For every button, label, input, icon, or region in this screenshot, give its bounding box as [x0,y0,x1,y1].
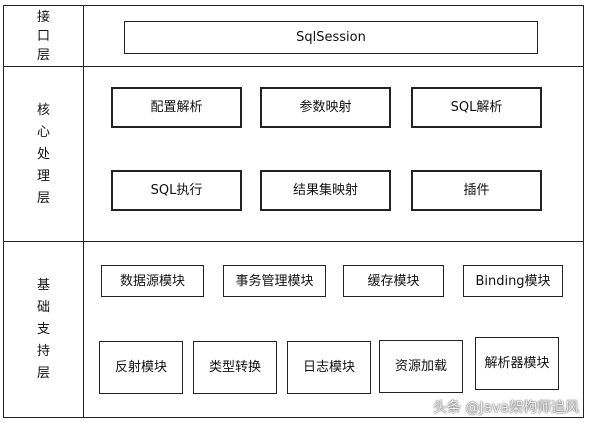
module-resource-loading: 资源加载 [379,340,463,393]
module-cache: 缓存模块 [343,265,444,297]
module-sqlsession: SqlSession [124,21,538,54]
layer-title-char: 核 [36,102,50,118]
layer-title-char: 心 [36,124,50,140]
module-result-mapping: 结果集映射 [260,170,391,211]
layer-title-char: 支 [36,322,50,337]
module-reflection: 反射模块 [99,341,183,394]
module-plugin: 插件 [411,170,542,211]
layer-title-char: 处 [36,146,50,162]
module-datasource: 数据源模块 [101,265,204,297]
module-transaction: 事务管理模块 [223,265,326,297]
layer-title-char: 接 [36,9,50,25]
watermark-text: 头条 @Java架构师追风 [432,400,579,416]
layer-title-char: 基 [36,278,50,293]
layer-title-char: 理 [36,168,50,184]
interface-layer-label-frame [3,5,84,67]
module-sql-parsing: SQL解析 [411,87,542,128]
core-layer-label-frame [3,66,84,242]
support-layer-label-frame [3,241,84,418]
layer-title-char: 口 [36,28,50,44]
module-logging: 日志模块 [287,341,371,394]
module-parameter-mapping: 参数映射 [260,87,391,128]
layer-title-char: 层 [36,190,50,206]
layer-title-char: 层 [36,47,50,63]
module-config-parsing: 配置解析 [111,87,242,128]
module-parser: 解析器模块 [475,337,559,390]
interface-layer-title: 接口层 [3,5,84,67]
layer-title-char: 持 [36,344,50,359]
layer-title-char: 础 [36,300,50,315]
module-binding: Binding模块 [463,265,563,297]
module-sql-execution: SQL执行 [111,170,242,211]
support-layer-title: 基础支持层 [3,241,84,418]
layer-title-char: 层 [36,366,50,381]
core-layer-title: 核心处理层 [3,66,84,242]
module-type-conversion: 类型转换 [193,341,277,394]
